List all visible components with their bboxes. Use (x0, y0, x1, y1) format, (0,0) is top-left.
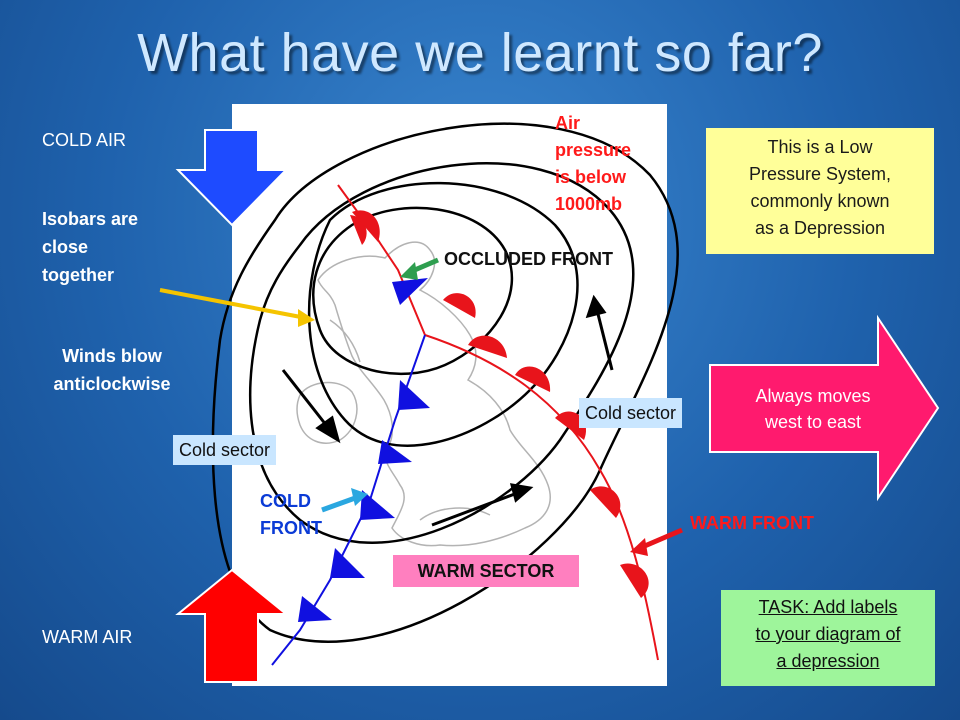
map-panel (232, 104, 667, 686)
isobar-3 (248, 162, 635, 544)
low-pressure-callout: This is a Low Pressure System, commonly … (706, 128, 934, 254)
cold-front-label-line: FRONT (260, 518, 322, 538)
isobar-pointer-arrow (159, 288, 307, 320)
isobars-label-line: together (42, 265, 114, 285)
task-line: a depression (776, 651, 880, 671)
winds-label-line: Winds blow (62, 346, 162, 366)
page-title: What have we learnt so far? (137, 23, 823, 83)
task-callout: TASK: Add labels to your diagram of a de… (721, 590, 935, 686)
cold-air-arrow (175, 129, 289, 227)
moves-east-arrow (709, 314, 940, 502)
air-pressure-line: 1000mb (555, 194, 623, 214)
moves-east-text: Always moves west to east (718, 383, 908, 435)
warm-air-arrow (175, 568, 289, 683)
occluded-front-label: OCCLUDED FRONT (444, 249, 613, 269)
isobar-inner (312, 206, 514, 376)
cold-front-pointer-arrow (321, 494, 359, 513)
warm-air-label: WARM AIR (42, 627, 133, 647)
air-pressure-label: Air pressure is below 1000mb (555, 110, 631, 218)
warm-sector-label: WARM SECTOR (393, 555, 579, 587)
isobars-label-line: Isobars are (42, 209, 139, 229)
moves-east-line: Always moves (755, 386, 871, 406)
task-line: to your diagram of (755, 624, 901, 644)
wind-arrows (281, 294, 614, 527)
cold-front-symbols (298, 278, 430, 622)
warm-front-label: WARM FRONT (690, 513, 814, 533)
air-pressure-line: pressure (555, 140, 632, 160)
uk-coastline (296, 241, 551, 547)
winds-label-line: anticlockwise (53, 374, 171, 394)
low-pressure-line: commonly known (750, 191, 890, 211)
cold-air-label: COLD AIR (42, 130, 127, 150)
low-pressure-line: This is a Low (767, 137, 873, 157)
cold-sector-right: Cold sector (579, 398, 683, 428)
low-pressure-line: Pressure System, (748, 164, 892, 184)
cold-sector-left: Cold sector (173, 435, 277, 465)
moves-east-line: west to east (764, 412, 862, 432)
isobars-label: Isobars are close together (42, 205, 138, 289)
winds-label: Winds blow anticlockwise (32, 342, 192, 398)
isobar-outer (211, 122, 679, 643)
isobars-label-line: close (42, 237, 89, 257)
air-pressure-line: is below (555, 167, 627, 187)
air-pressure-line: Air (555, 113, 581, 133)
low-pressure-line: as a Depression (754, 218, 886, 238)
task-line: TASK: Add labels (758, 597, 898, 617)
cold-front-label-line: COLD (260, 491, 311, 511)
warm-front-pointer-arrow (639, 527, 683, 551)
cold-front-label: COLD FRONT (260, 488, 322, 542)
warm-front-symbols (350, 210, 649, 598)
